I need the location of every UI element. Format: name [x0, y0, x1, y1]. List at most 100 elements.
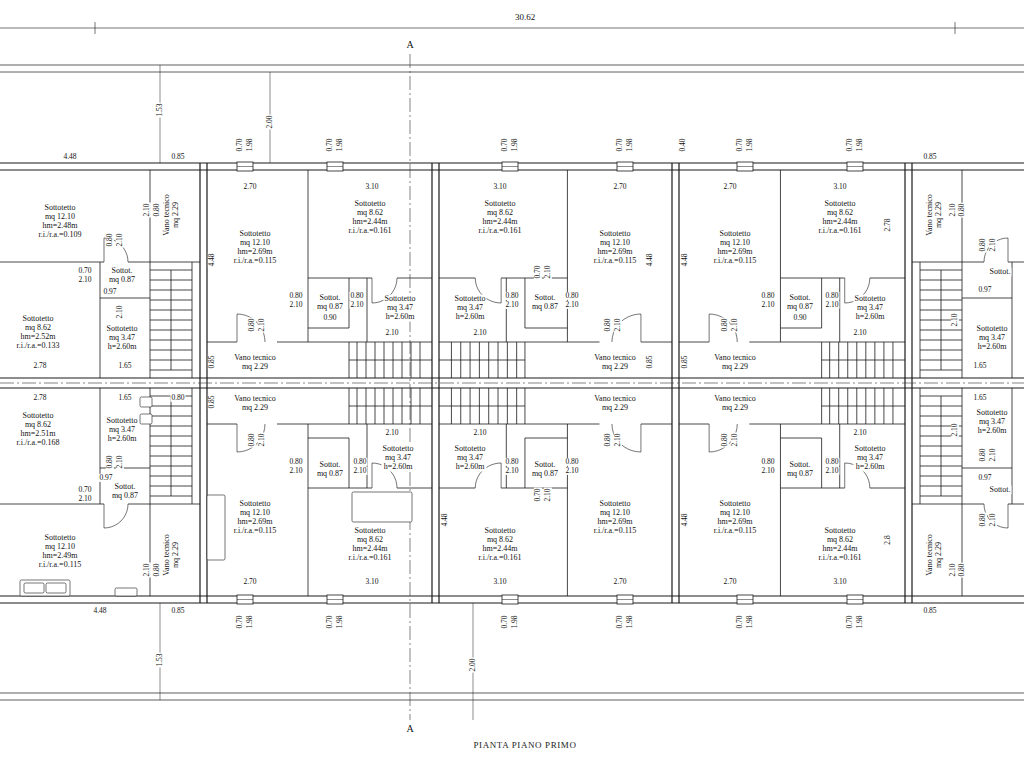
partition-line [277, 424, 432, 425]
room-text: Sottotetto [594, 230, 637, 239]
room-label: Sottotettomq 3.47h=2.60m [453, 295, 486, 322]
window-symbol [237, 595, 253, 604]
dimension-label: 4.48 [208, 252, 216, 267]
partition-line [0, 262, 104, 263]
dimension-label: 3.10 [364, 183, 379, 191]
partition-line [397, 488, 432, 489]
dimension-label: 0.70 [534, 264, 542, 279]
wall-line [0, 377, 1024, 378]
dimension-label: 0.70 [236, 137, 244, 152]
room-text: mq 12.10 [594, 509, 637, 518]
partition-line [460, 342, 461, 378]
furniture-symbol [46, 583, 66, 593]
room-label: Sottot.mq 0.87 [786, 461, 814, 479]
dimension-label: 1.65 [972, 362, 987, 370]
room-label: Sottotettomq 12.10hm=2.69mr.i./r.a.=0.11… [713, 230, 758, 266]
partition-line [920, 456, 962, 457]
partition-line [821, 278, 822, 328]
partition-line [920, 406, 962, 407]
dimension-label: 2.10 [504, 467, 519, 475]
room-label: Vano tecnicomq 2.29 [713, 395, 757, 413]
partition-line [308, 424, 309, 596]
dimension-label: 1.65 [117, 362, 132, 370]
room-text: mq 8.62 [819, 209, 862, 218]
room-label: Sottotettomq 3.47h=2.60m [105, 325, 138, 352]
dimension-label: 2.10 [472, 329, 487, 337]
room-text: mq 0.87 [532, 470, 558, 479]
partition-line [207, 424, 237, 425]
room-label: Sottot.mq 0.87 [316, 461, 344, 479]
partition-line [150, 320, 192, 321]
room-label: Sottotettomq 8.62hm=2.44mr.i./r.a.=0.161 [818, 200, 863, 236]
partition-line [498, 388, 499, 424]
partition-line [847, 342, 848, 378]
partition-line [100, 298, 150, 299]
room-text: mq 2.29 [594, 363, 636, 372]
room-text: Vano tecnico [234, 354, 276, 363]
partition-line [439, 424, 600, 425]
partition-line [150, 330, 192, 331]
dimension-label: 2.10 [288, 301, 303, 309]
window-frame [502, 162, 518, 171]
dimension-label: 0.70 [736, 614, 744, 629]
room-label: Sottot. [988, 268, 1011, 277]
window-symbol [737, 595, 753, 604]
partition-line [839, 278, 840, 342]
partition-line [920, 486, 962, 487]
furniture-symbol [140, 397, 152, 407]
room-text: mq 12.10 [594, 239, 637, 248]
partition-line [892, 388, 893, 424]
room-text: h=2.60m [382, 462, 413, 471]
dimension-label: 2.10 [288, 467, 303, 475]
window-frame [237, 595, 253, 604]
dimension-label: 0.80 [288, 292, 303, 300]
room-text: Sottotetto [454, 445, 485, 454]
room-text: mq 2.29 [234, 363, 276, 372]
partition-line [150, 350, 192, 351]
window-glass [237, 599, 253, 600]
dimension-label: 0.70 [326, 137, 334, 152]
partition-line [865, 342, 866, 378]
partition-line [506, 424, 507, 488]
door-leaf [237, 424, 238, 452]
door-leaf [104, 238, 105, 262]
partition-line [207, 342, 237, 343]
partition-line [150, 446, 192, 447]
room-label: Sottotettomq 12.10hm=2.69mr.i./r.a.=0.11… [593, 500, 638, 536]
room-label: Vano tecnicomq 2.29 [926, 533, 944, 577]
dimension-label: 0.80 [106, 454, 114, 469]
partition-line [962, 468, 1012, 469]
partition-line [375, 388, 376, 424]
door-leaf [372, 463, 373, 488]
room-label: Sottot.mq 0.87 [316, 294, 344, 312]
room-text: r.i./r.a.=0.168 [17, 439, 60, 448]
room-text: Vano tecnico [594, 395, 636, 404]
room-text: Sottot. [532, 461, 558, 470]
dimension-label: 2.10 [77, 495, 92, 503]
room-text: hm=2.52m [17, 333, 60, 342]
room-text: r.i./r.a.=0.161 [349, 227, 392, 236]
room-text: Sottotetto [39, 204, 82, 213]
dimension-label: 0.85 [170, 607, 185, 615]
partition-line [920, 476, 962, 477]
wall-line [0, 387, 1024, 388]
partition-line [349, 360, 432, 361]
partition-line [516, 342, 517, 378]
dimension-label: 4.48 [681, 252, 689, 267]
furniture-symbol [352, 492, 412, 522]
partition-line [920, 300, 962, 301]
partition-line [524, 438, 525, 488]
room-label: Sottotettomq 8.62hm=2.51mr.i./r.a.=0.168 [16, 412, 61, 448]
partition-line [470, 342, 471, 378]
dimension-label: 1.98 [511, 137, 519, 152]
partition-line [912, 262, 984, 263]
room-text: mq 3.47 [454, 454, 485, 463]
partition-line [384, 388, 385, 424]
room-text: mq 3.47 [976, 418, 1007, 427]
window-glass [237, 166, 253, 167]
dimension-label: 2.70 [612, 183, 627, 191]
dimension-label: 0.70 [846, 614, 854, 629]
room-text: mq 8.62 [479, 536, 522, 545]
partition-line [397, 278, 432, 279]
